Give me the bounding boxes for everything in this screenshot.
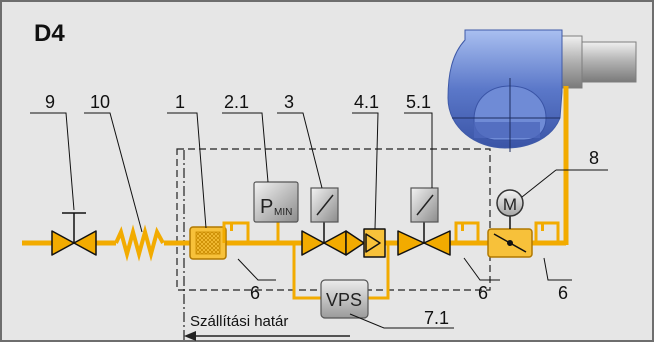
motor-symbol: M (503, 195, 517, 214)
test-point-b-tap (461, 223, 464, 231)
pressure-switch-min: P MIN (253, 181, 299, 243)
solenoid-valve-1 (301, 187, 347, 256)
label-test-point-c: 6 (558, 283, 568, 303)
label-filter: 1 (175, 92, 185, 112)
label-solenoid-valve-2: 5.1 (406, 92, 431, 112)
test-point-a (222, 221, 250, 243)
label-solenoid-valve-1: 3 (284, 92, 294, 112)
butterfly-valve (487, 228, 533, 258)
leader-lines (30, 112, 608, 329)
vps-bypass-line (292, 243, 390, 300)
pressure-regulator (345, 228, 386, 258)
test-point-b (454, 221, 480, 243)
test-point-c-tap (541, 223, 544, 231)
test-point-c (534, 221, 560, 243)
vps-text: VPS (326, 290, 362, 310)
burner-blower (447, 29, 637, 152)
label-pressure-switch: 2.1 (224, 92, 249, 112)
supply-boundary-arrow (184, 331, 350, 341)
label-ball-valve: 9 (45, 92, 55, 112)
test-point-a-tap (230, 223, 233, 231)
diagram-title: D4 (34, 20, 65, 47)
flex-hose (114, 224, 165, 262)
valve-proving-system: VPS (320, 279, 369, 319)
ball-valve (51, 212, 97, 256)
pressure-switch-subtext: MIN (274, 207, 292, 218)
label-regulator: 4.1 (354, 92, 379, 112)
label-motor: 8 (589, 148, 599, 168)
label-test-point-a: 6 (250, 283, 260, 303)
solenoid-valve-2 (397, 187, 451, 256)
pressure-switch-text: P (260, 196, 273, 218)
label-flex-hose: 10 (90, 92, 110, 112)
gas-filter (189, 226, 227, 260)
servo-motor: M (496, 189, 524, 217)
label-valve-proving: 7.1 (424, 308, 449, 328)
supply-boundary-label: Szállítási határ (190, 313, 288, 330)
label-test-point-b: 6 (478, 283, 488, 303)
